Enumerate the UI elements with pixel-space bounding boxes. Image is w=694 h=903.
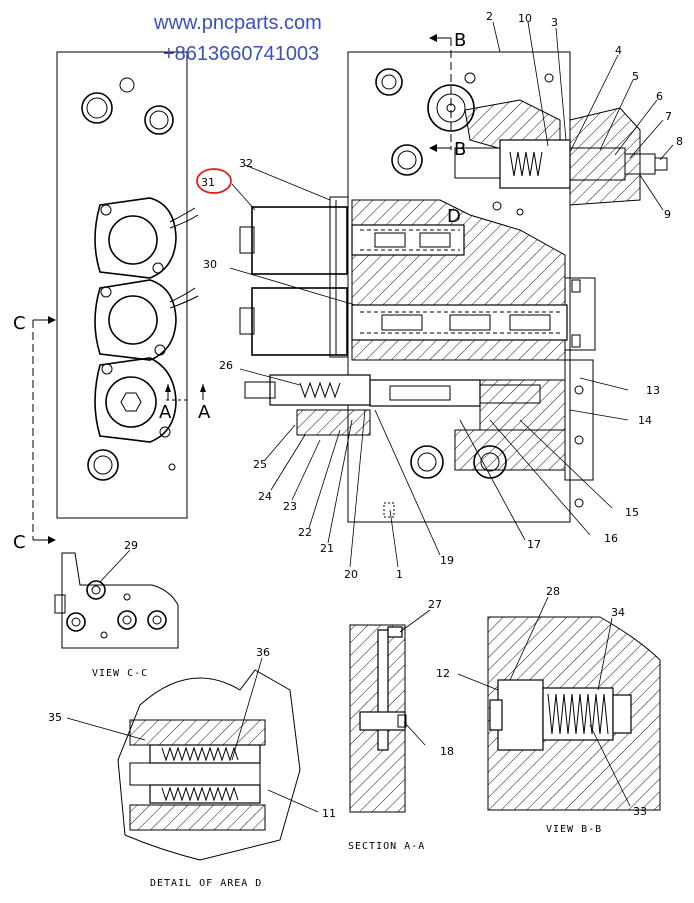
- callout-2: 2: [486, 10, 493, 23]
- callout-33: 33: [633, 805, 647, 818]
- area-d-label: D: [447, 206, 461, 227]
- detail-area-d: DETAIL OF AREA D: [117, 669, 301, 889]
- callout-31-highlight: [196, 168, 232, 194]
- callout-24: 24: [258, 490, 272, 503]
- section-c-markers: C C: [13, 313, 56, 553]
- section-a-left-label: A: [159, 402, 172, 423]
- section-b-bottom-label: B: [454, 139, 466, 160]
- callout-4: 4: [615, 44, 622, 57]
- callout-11: 11: [322, 807, 336, 820]
- callout-30: 30: [203, 258, 217, 271]
- callout-8: 8: [676, 135, 683, 148]
- callout-15: 15: [625, 506, 639, 519]
- watermark-url: www.pncparts.com: [153, 12, 322, 34]
- view-c-c-caption: VIEW C-C: [92, 668, 148, 679]
- callout-25: 25: [253, 458, 267, 471]
- valve-body-section: [244, 51, 596, 523]
- callout-22: 22: [298, 526, 312, 539]
- callout-35: 35: [48, 711, 62, 724]
- solenoid-coils: [239, 196, 349, 358]
- callout-28: 28: [546, 585, 560, 598]
- callout-16: 16: [604, 532, 618, 545]
- section-b-markers: B B D: [429, 30, 466, 227]
- watermark-phone: +8613660741003: [163, 43, 319, 65]
- callout-12: 12: [436, 667, 450, 680]
- callout-34: 34: [611, 606, 625, 619]
- callout-6: 6: [656, 90, 663, 103]
- section-c-bottom-label: C: [13, 532, 26, 553]
- detail-d-caption: DETAIL OF AREA D: [150, 878, 262, 889]
- callout-18: 18: [440, 745, 454, 758]
- view-b-b-caption: VIEW B-B: [546, 824, 602, 835]
- leader-lines: [66, 21, 674, 813]
- section-a-right-label: A: [198, 402, 211, 423]
- callout-32: 32: [239, 157, 253, 170]
- section-b-top-label: B: [454, 30, 466, 51]
- callout-1: 1: [396, 568, 403, 581]
- callout-17: 17: [527, 538, 541, 551]
- callout-14: 14: [638, 414, 652, 427]
- cartridge-valve: [454, 107, 668, 206]
- section-a-a: SECTION A-A: [348, 624, 425, 852]
- callout-numbers: 2 10 3 4 5 6 7 8 9 32 31 30 26 13 14 25 …: [48, 10, 683, 820]
- callout-7: 7: [665, 110, 672, 123]
- callout-13: 13: [646, 384, 660, 397]
- section-a-markers: A A: [159, 384, 211, 423]
- callout-27: 27: [428, 598, 442, 611]
- callout-5: 5: [632, 70, 639, 83]
- callout-23: 23: [283, 500, 297, 513]
- callout-20: 20: [344, 568, 358, 581]
- callout-10: 10: [518, 12, 532, 25]
- callout-36: 36: [256, 646, 270, 659]
- callout-19: 19: [440, 554, 454, 567]
- callout-3: 3: [551, 16, 558, 29]
- view-b-b: VIEW B-B: [487, 616, 661, 835]
- section-a-a-caption: SECTION A-A: [348, 841, 425, 852]
- callout-9: 9: [664, 208, 671, 221]
- callout-26: 26: [219, 359, 233, 372]
- valve-face-view: [56, 51, 199, 519]
- view-c-c: VIEW C-C: [54, 552, 179, 679]
- callout-21: 21: [320, 542, 334, 555]
- section-c-top-label: C: [13, 313, 26, 334]
- callout-29: 29: [124, 539, 138, 552]
- callout-31: 31: [201, 176, 215, 189]
